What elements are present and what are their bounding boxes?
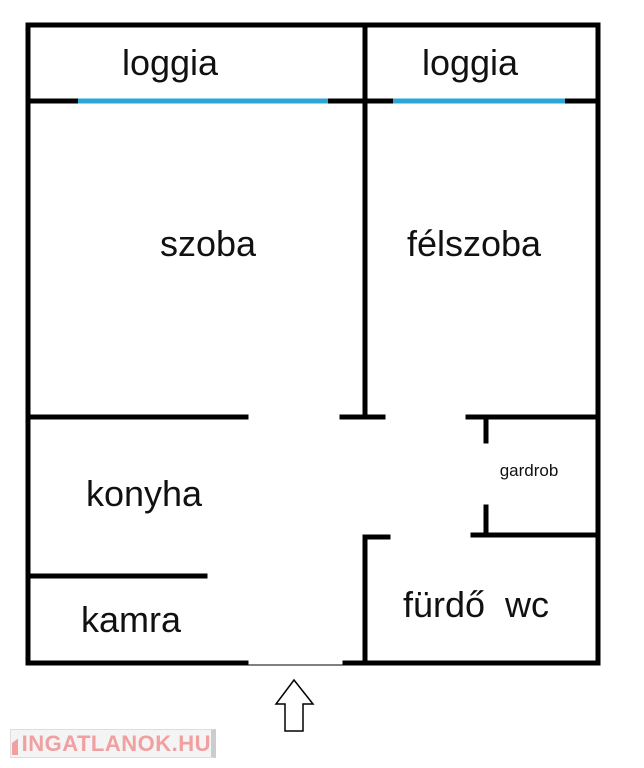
room-label-loggia-left: loggia xyxy=(121,42,219,83)
entrance-arrow-icon xyxy=(274,678,315,732)
room-label-loggia-right: loggia xyxy=(421,42,519,83)
room-label-gardrob: gardrob xyxy=(499,461,559,480)
room-label-konyha: konyha xyxy=(85,473,203,514)
room-label-szoba: szoba xyxy=(159,223,257,264)
watermark-logo: INGATLANOK.HU xyxy=(10,729,216,758)
watermark-text: INGATLANOK.HU xyxy=(21,730,211,756)
room-label-furdo-wc: fürdő wc xyxy=(402,584,550,625)
room-label-kamra: kamra xyxy=(80,599,182,640)
room-label-felszoba: félszoba xyxy=(406,223,542,264)
house-icon xyxy=(12,738,18,755)
